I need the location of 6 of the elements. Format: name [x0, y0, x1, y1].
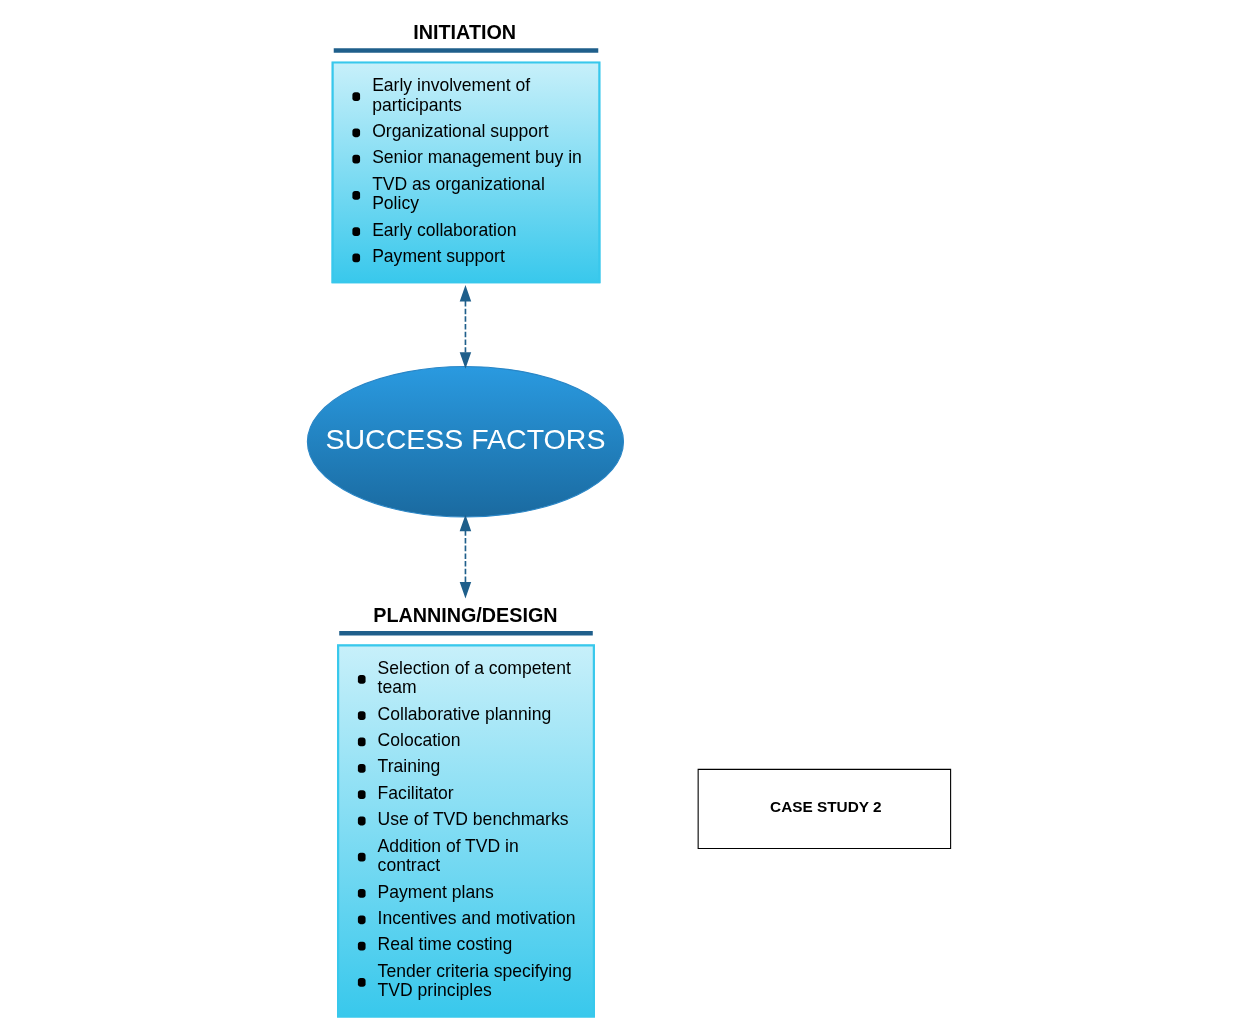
- arrow: [459, 514, 472, 599]
- arrow: [459, 285, 472, 369]
- node-label: PLANNING/DESIGN: [373, 603, 558, 626]
- node-box: CASE STUDY 2: [697, 768, 952, 849]
- node-label: INITIATION: [413, 20, 517, 43]
- node-ellipse: SUCCESS FACTORS: [306, 366, 625, 518]
